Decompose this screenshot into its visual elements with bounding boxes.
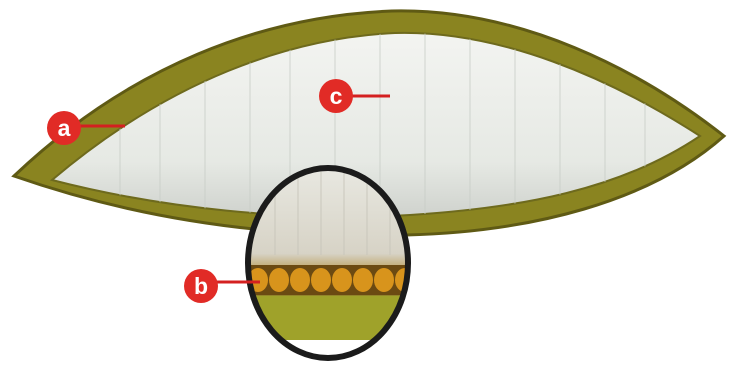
marker-c-label: c [330, 83, 343, 109]
marker-b-label: b [194, 273, 208, 299]
cell-layer [245, 265, 415, 295]
marker-a-label: a [58, 115, 71, 141]
